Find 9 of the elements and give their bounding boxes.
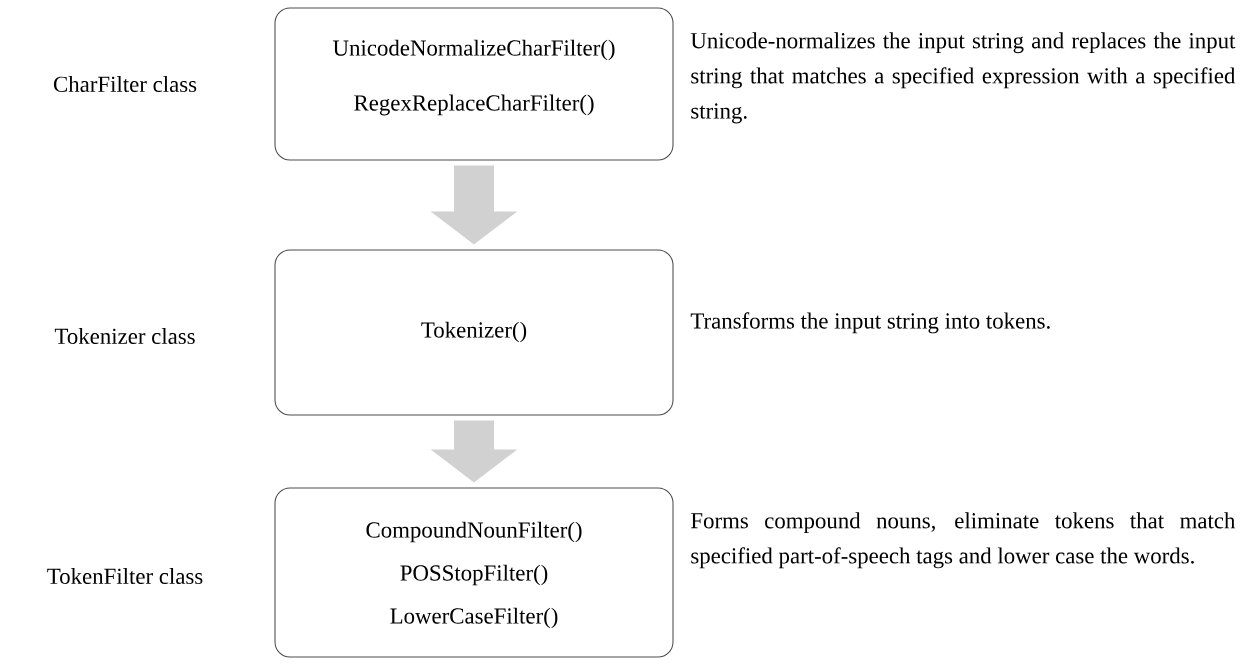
class-label: CharFilter class <box>53 75 197 93</box>
description-text: Forms compound nouns, eliminate tokens that match specified part-of-speech tags and lower case the words. <box>691 512 1236 569</box>
process-box: CompoundNounFilter() POSStopFilter() LowerCaseFilter() <box>274 487 674 658</box>
process-box: Tokenizer() <box>274 249 674 416</box>
description-text: Transforms the input string into tokens. <box>690 312 1050 334</box>
class-label: Tokenizer class <box>54 327 195 345</box>
process-box: UnicodeNormalizeCharFilter() RegexReplaceCharFilter() <box>274 7 674 161</box>
description-text: Unicode-normalizes the input string and replaces the input string that matches a specified expression with a specified string. <box>690 32 1236 124</box>
class-label: TokenFilter class <box>47 567 203 585</box>
